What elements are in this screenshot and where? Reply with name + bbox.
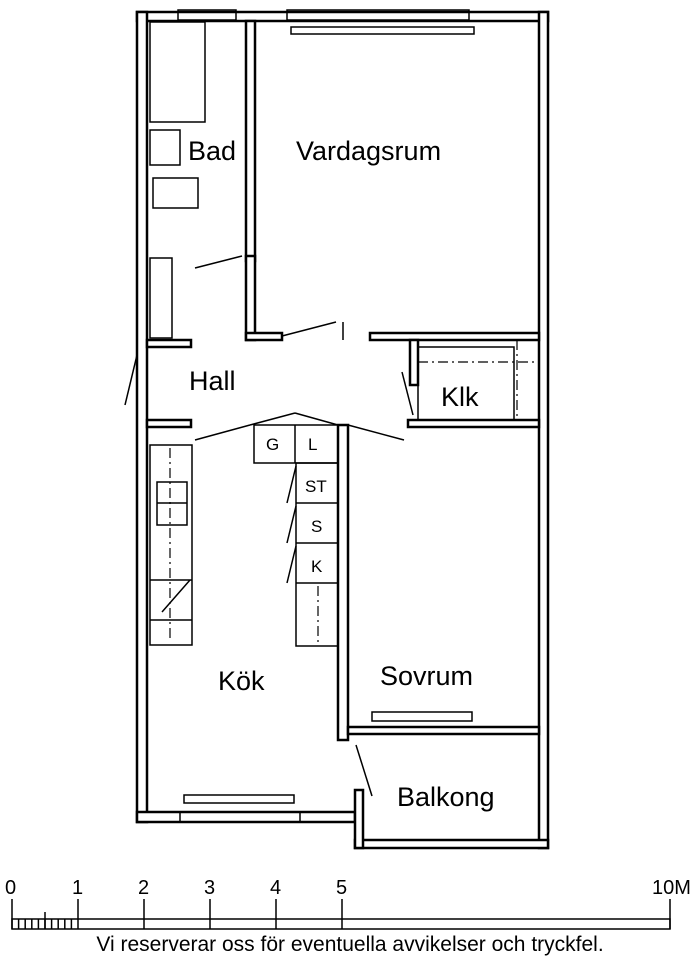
room-label-bad: Bad bbox=[188, 136, 236, 166]
disclaimer-text: Vi reserverar oss för eventuella avvikel… bbox=[96, 933, 604, 956]
room-label-hall: Hall bbox=[189, 366, 236, 396]
fixture-label-g: G bbox=[266, 435, 279, 454]
fixture-label-st: ST bbox=[305, 477, 327, 496]
room-label-sovrum: Sovrum bbox=[380, 661, 473, 691]
scale-tick-2: 2 bbox=[138, 877, 149, 899]
scale-tick-3: 3 bbox=[204, 877, 215, 899]
scale-bar: 0 1 2 3 4 5 10M bbox=[5, 877, 691, 930]
room-label-klk: Klk bbox=[441, 382, 479, 412]
scale-tick-1: 1 bbox=[72, 877, 83, 899]
fixture-label-s: S bbox=[311, 517, 322, 536]
scale-tick-5: 5 bbox=[336, 877, 347, 899]
scale-tick-10: 10M bbox=[652, 877, 691, 899]
room-label-balkong: Balkong bbox=[397, 782, 495, 812]
room-label-kok: Kök bbox=[218, 666, 265, 696]
fixture-label-l: L bbox=[308, 435, 317, 454]
scale-tick-4: 4 bbox=[270, 877, 281, 899]
fixture-label-k: K bbox=[311, 557, 323, 576]
room-label-vardagsrum: Vardagsrum bbox=[296, 136, 441, 166]
scale-tick-0: 0 bbox=[5, 877, 16, 899]
walls bbox=[124, 9, 550, 850]
